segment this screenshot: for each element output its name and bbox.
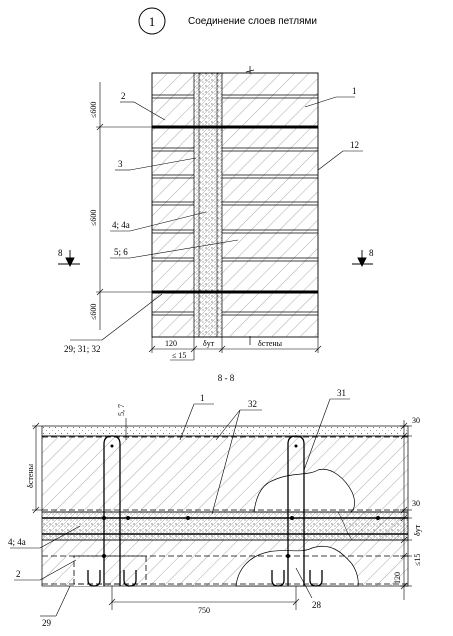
- loop-verticals: [103, 520, 305, 586]
- detail-title: Соединение слоев петлями: [188, 16, 317, 27]
- detail-number-circle: [138, 7, 166, 35]
- section-leaders: [10, 398, 350, 617]
- break-mark: [245, 66, 255, 74]
- dim-le15-section: ≤15: [413, 554, 422, 566]
- dim-750-line: [108, 586, 300, 610]
- dim-d-wall: δстены: [258, 339, 283, 348]
- section-callout-1: 1: [200, 393, 205, 403]
- section-callout-32: 32: [248, 399, 257, 409]
- detail-number: 1: [149, 14, 156, 29]
- dim-30-mid: 30: [412, 499, 420, 508]
- loop-right: [271, 435, 323, 587]
- section-callout-31: 31: [337, 388, 346, 398]
- callout-3: 3: [118, 159, 123, 169]
- dim-120-section: 120: [393, 572, 402, 584]
- dim-d-ut: δут: [203, 339, 215, 348]
- dim-d-wall-section: δстены: [26, 463, 35, 488]
- section-mark-right: [352, 250, 373, 268]
- dim-le15: ≤ 15: [172, 351, 186, 360]
- detail-header: 1 Соединение слоев петлями: [138, 7, 317, 35]
- section-callout-29: 29: [42, 618, 52, 628]
- callout-1: 1: [352, 86, 357, 96]
- callout-12: 12: [350, 140, 359, 150]
- section-callout-28: 28: [312, 600, 322, 610]
- reinforcement-lines: [42, 436, 408, 585]
- dim-750: 750: [198, 606, 210, 615]
- section-left-dims: [32, 422, 42, 514]
- bottom-dimensions: [148, 337, 322, 361]
- section-right-dims: [400, 420, 412, 600]
- facing-layer-bricks: [152, 73, 194, 337]
- section-callout-2: 2: [16, 569, 21, 579]
- dim-d-ut-section: δут: [413, 524, 422, 536]
- callout-29-31-32: 29; 31; 32: [64, 344, 101, 354]
- spacing-top: ≤600: [89, 102, 98, 118]
- spacing-middle: ≤600: [89, 210, 98, 226]
- dim-120: 120: [165, 339, 177, 348]
- section-mark-left: [58, 250, 80, 268]
- loop-left: [87, 435, 137, 587]
- callout-4-4a: 4; 4а: [112, 220, 130, 230]
- main-wall-bricks: [222, 73, 318, 337]
- section-title: 8 - 8: [218, 373, 235, 383]
- plaster-layer: [41, 425, 409, 437]
- elevation-view: ≤600 ≤600 ≤600 2 1 3 12 4; 4а 5; 6 29; 3…: [58, 66, 374, 361]
- spacing-bottom: ≤600: [89, 304, 98, 320]
- section-callout-4-4a: 4; 4а: [8, 537, 26, 547]
- spacing-dimensions: [96, 82, 152, 330]
- tie-loops: [152, 125, 318, 294]
- callout-5-6: 5; 6: [114, 247, 128, 257]
- section-mark-label-right: 8: [369, 248, 374, 258]
- callout-2: 2: [121, 91, 126, 101]
- insulation-layer: [193, 72, 223, 338]
- dim-30-top: 30: [412, 416, 420, 425]
- section-mark-label-left: 8: [58, 248, 63, 258]
- section-callout-5-7: 5, 7: [117, 404, 126, 416]
- section-view: 30 30 δут ≤15 120 δстены 750: [8, 388, 422, 628]
- elevation-leaders: [70, 96, 363, 341]
